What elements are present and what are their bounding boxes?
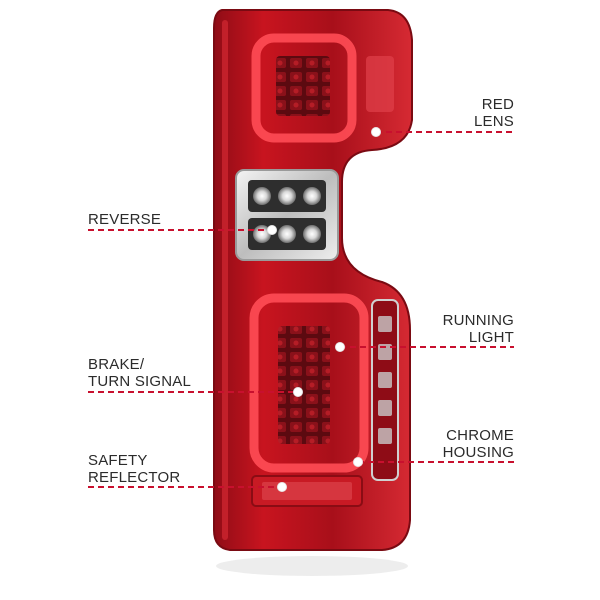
label-red-lens-line2: LENS [474, 113, 514, 130]
top-led-cluster [276, 56, 330, 116]
label-brake-turn-signal: BRAKE/ TURN SIGNAL [88, 356, 191, 390]
running-light-guide [249, 293, 369, 473]
callout-dot-icon [353, 457, 363, 467]
callout-dot-icon [267, 225, 277, 235]
label-safety-reflector-line1: SAFETY [88, 452, 148, 469]
callout-dot-icon [277, 482, 287, 492]
callout-dot-icon [335, 342, 345, 352]
callout-dot-icon [293, 387, 303, 397]
reverse-leds [248, 180, 326, 250]
label-red-lens: RED LENS [474, 96, 514, 130]
label-chrome-housing-line1: CHROME [446, 427, 514, 444]
label-chrome-housing: CHROME HOUSING [443, 427, 514, 461]
label-chrome-housing-line2: HOUSING [442, 444, 514, 461]
lens-highlight [222, 20, 228, 540]
label-reverse-line1: REVERSE [88, 211, 162, 228]
brake-turn-led-cluster [278, 326, 330, 444]
label-running-light-line2: LIGHT [468, 329, 514, 346]
chrome-housing-strip [371, 299, 399, 481]
label-safety-reflector-line2: REFLECTOR [88, 469, 181, 486]
label-brake-turn-line1: BRAKE/ [88, 356, 145, 373]
label-reverse: REVERSE [88, 211, 161, 228]
product-shadow [216, 556, 408, 576]
reflector-facets [262, 482, 352, 500]
label-running-light: RUNNING LIGHT [443, 312, 514, 346]
callout-dot-icon [371, 127, 381, 137]
top-light-guide [251, 33, 357, 143]
label-red-lens-line1: RED [481, 96, 514, 113]
label-safety-reflector: SAFETY REFLECTOR [88, 452, 180, 486]
label-brake-turn-line2: TURN SIGNAL [88, 373, 192, 390]
label-running-light-line1: RUNNING [442, 312, 514, 329]
top-side-lens [366, 56, 394, 112]
